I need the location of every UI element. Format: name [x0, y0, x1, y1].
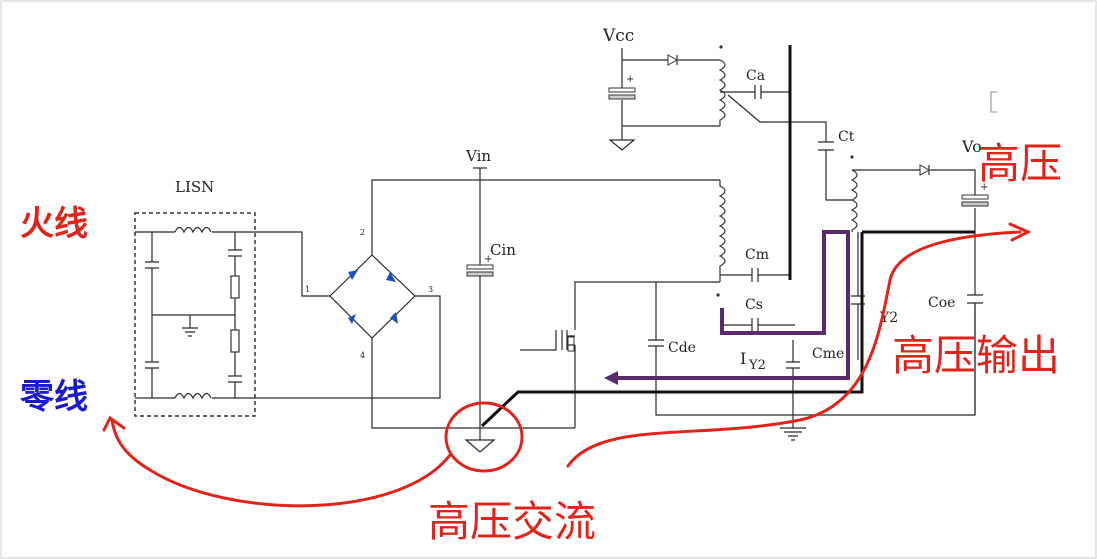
- cm-label: Cm: [745, 247, 769, 263]
- cde-label: Cde: [668, 340, 696, 356]
- secondary-winding: [850, 169, 858, 232]
- primary-ground: [464, 439, 496, 453]
- vcc-label: Vcc: [602, 26, 634, 46]
- ct-label: Ct: [838, 129, 855, 145]
- lisn-ground: [182, 315, 198, 337]
- cme-label: Cme: [812, 346, 844, 362]
- svg-text:+: +: [484, 254, 492, 265]
- bridge-rectifier: 2 1 3 4: [305, 228, 433, 360]
- return-path: [480, 232, 864, 428]
- coe-label: Coe: [928, 295, 955, 311]
- hv-output-arrowhead: [1008, 222, 1032, 242]
- svg-text:4: 4: [360, 351, 365, 360]
- high-voltage-ac-label: 高压交流: [428, 497, 596, 546]
- ground-circle: [444, 401, 524, 473]
- primary-winding: [718, 180, 726, 282]
- lisn-block: LISN: [134, 178, 256, 417]
- cs-label: Cs: [745, 297, 763, 313]
- svg-text:2: 2: [360, 228, 365, 237]
- svg-text:3: 3: [428, 285, 433, 294]
- neutral-wire-label: 零线: [20, 377, 88, 417]
- common-mode-current-path: [612, 230, 850, 380]
- high-voltage-output-label: 高压输出: [892, 331, 1060, 380]
- ca-label: Ca: [746, 68, 765, 84]
- current-arrow: [604, 371, 618, 385]
- live-wire-label: 火线: [20, 204, 88, 244]
- lisn-dashed-box: [134, 212, 256, 417]
- cin-label: Cin: [490, 241, 516, 259]
- lisn-inductor-bottom: [174, 392, 212, 400]
- lisn-inductor-top: [174, 226, 212, 234]
- mosfet: [520, 281, 720, 428]
- ac-return-arrowhead: [102, 415, 126, 432]
- vin-label: Vin: [465, 147, 491, 165]
- ac-return-arrow: [110, 418, 452, 508]
- svg-text:+: +: [980, 182, 988, 193]
- vo-label: Vo: [961, 137, 982, 156]
- iy2-label: I: [740, 349, 746, 368]
- vcc-auxiliary: + Vcc Ca Ct: [602, 26, 855, 201]
- iy2-subscript: Y2: [748, 358, 766, 373]
- hv-output-arrow: [566, 230, 1022, 468]
- high-voltage-label: 高压: [978, 139, 1062, 188]
- svg-text:+: +: [626, 74, 634, 85]
- secondary-ground: [780, 427, 806, 441]
- svg-text:1: 1: [305, 285, 310, 294]
- lisn-label: LISN: [175, 178, 214, 196]
